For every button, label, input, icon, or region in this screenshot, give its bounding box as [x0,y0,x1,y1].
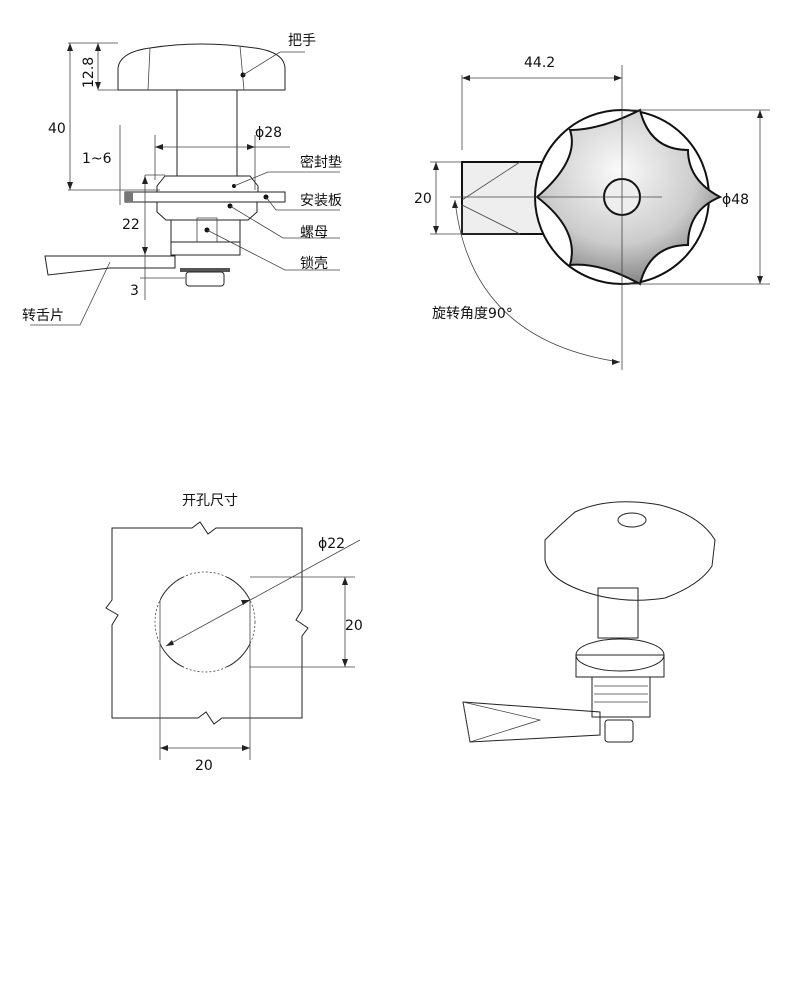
dim-panel-thickness: 1~6 [82,151,112,167]
dim-cam-thickness: 3 [130,283,139,299]
cam-tongue [44,255,176,276]
seal-washer [156,175,259,193]
top-view: 44.2 20 ϕ48 旋转角度90° [414,55,770,370]
label-lock-body: 锁壳 [300,255,328,272]
knob-3d [544,501,716,601]
rotation-label: 旋转角度90° [432,306,513,322]
isometric-view [462,501,716,743]
dim-cam-length: 44.2 [524,55,555,71]
side-view: 把手 密封垫 安装板 螺母 锁壳 转舌片 12.8 40 1~6 ϕ28 22 … [22,33,342,326]
cutout-view: 开孔尺寸 ϕ22 20 20 [105,493,363,774]
cam-tongue-3d [462,701,601,743]
dim-body-length: 22 [122,217,140,233]
dim-seal-dia: ϕ28 [255,125,282,141]
dim-flat-horizontal: 20 [195,758,213,774]
lock-body [170,241,241,256]
shaft [176,89,238,177]
label-nut: 螺母 [300,225,328,241]
nut [156,201,258,221]
label-cam: 转舌片 [22,308,64,324]
dim-knob-dia: ϕ48 [722,192,749,208]
cutout-title: 开孔尺寸 [182,493,238,509]
bottom-nut [185,271,225,287]
mount-plate [124,191,286,203]
panel-plate [105,521,309,725]
label-handle: 把手 [288,33,316,49]
rotation-arc [454,199,621,363]
dim-cam-width: 20 [414,191,432,207]
dim-flat-vertical: 20 [345,618,363,634]
label-mount-plate: 安装板 [300,193,342,209]
dim-knob-height: 12.8 [81,57,97,88]
dim-total-height: 40 [48,121,66,137]
label-seal: 密封垫 [300,154,342,171]
cutout-hole [160,577,250,667]
dim-hole-dia: ϕ22 [318,536,345,552]
handle-knob [117,43,286,91]
